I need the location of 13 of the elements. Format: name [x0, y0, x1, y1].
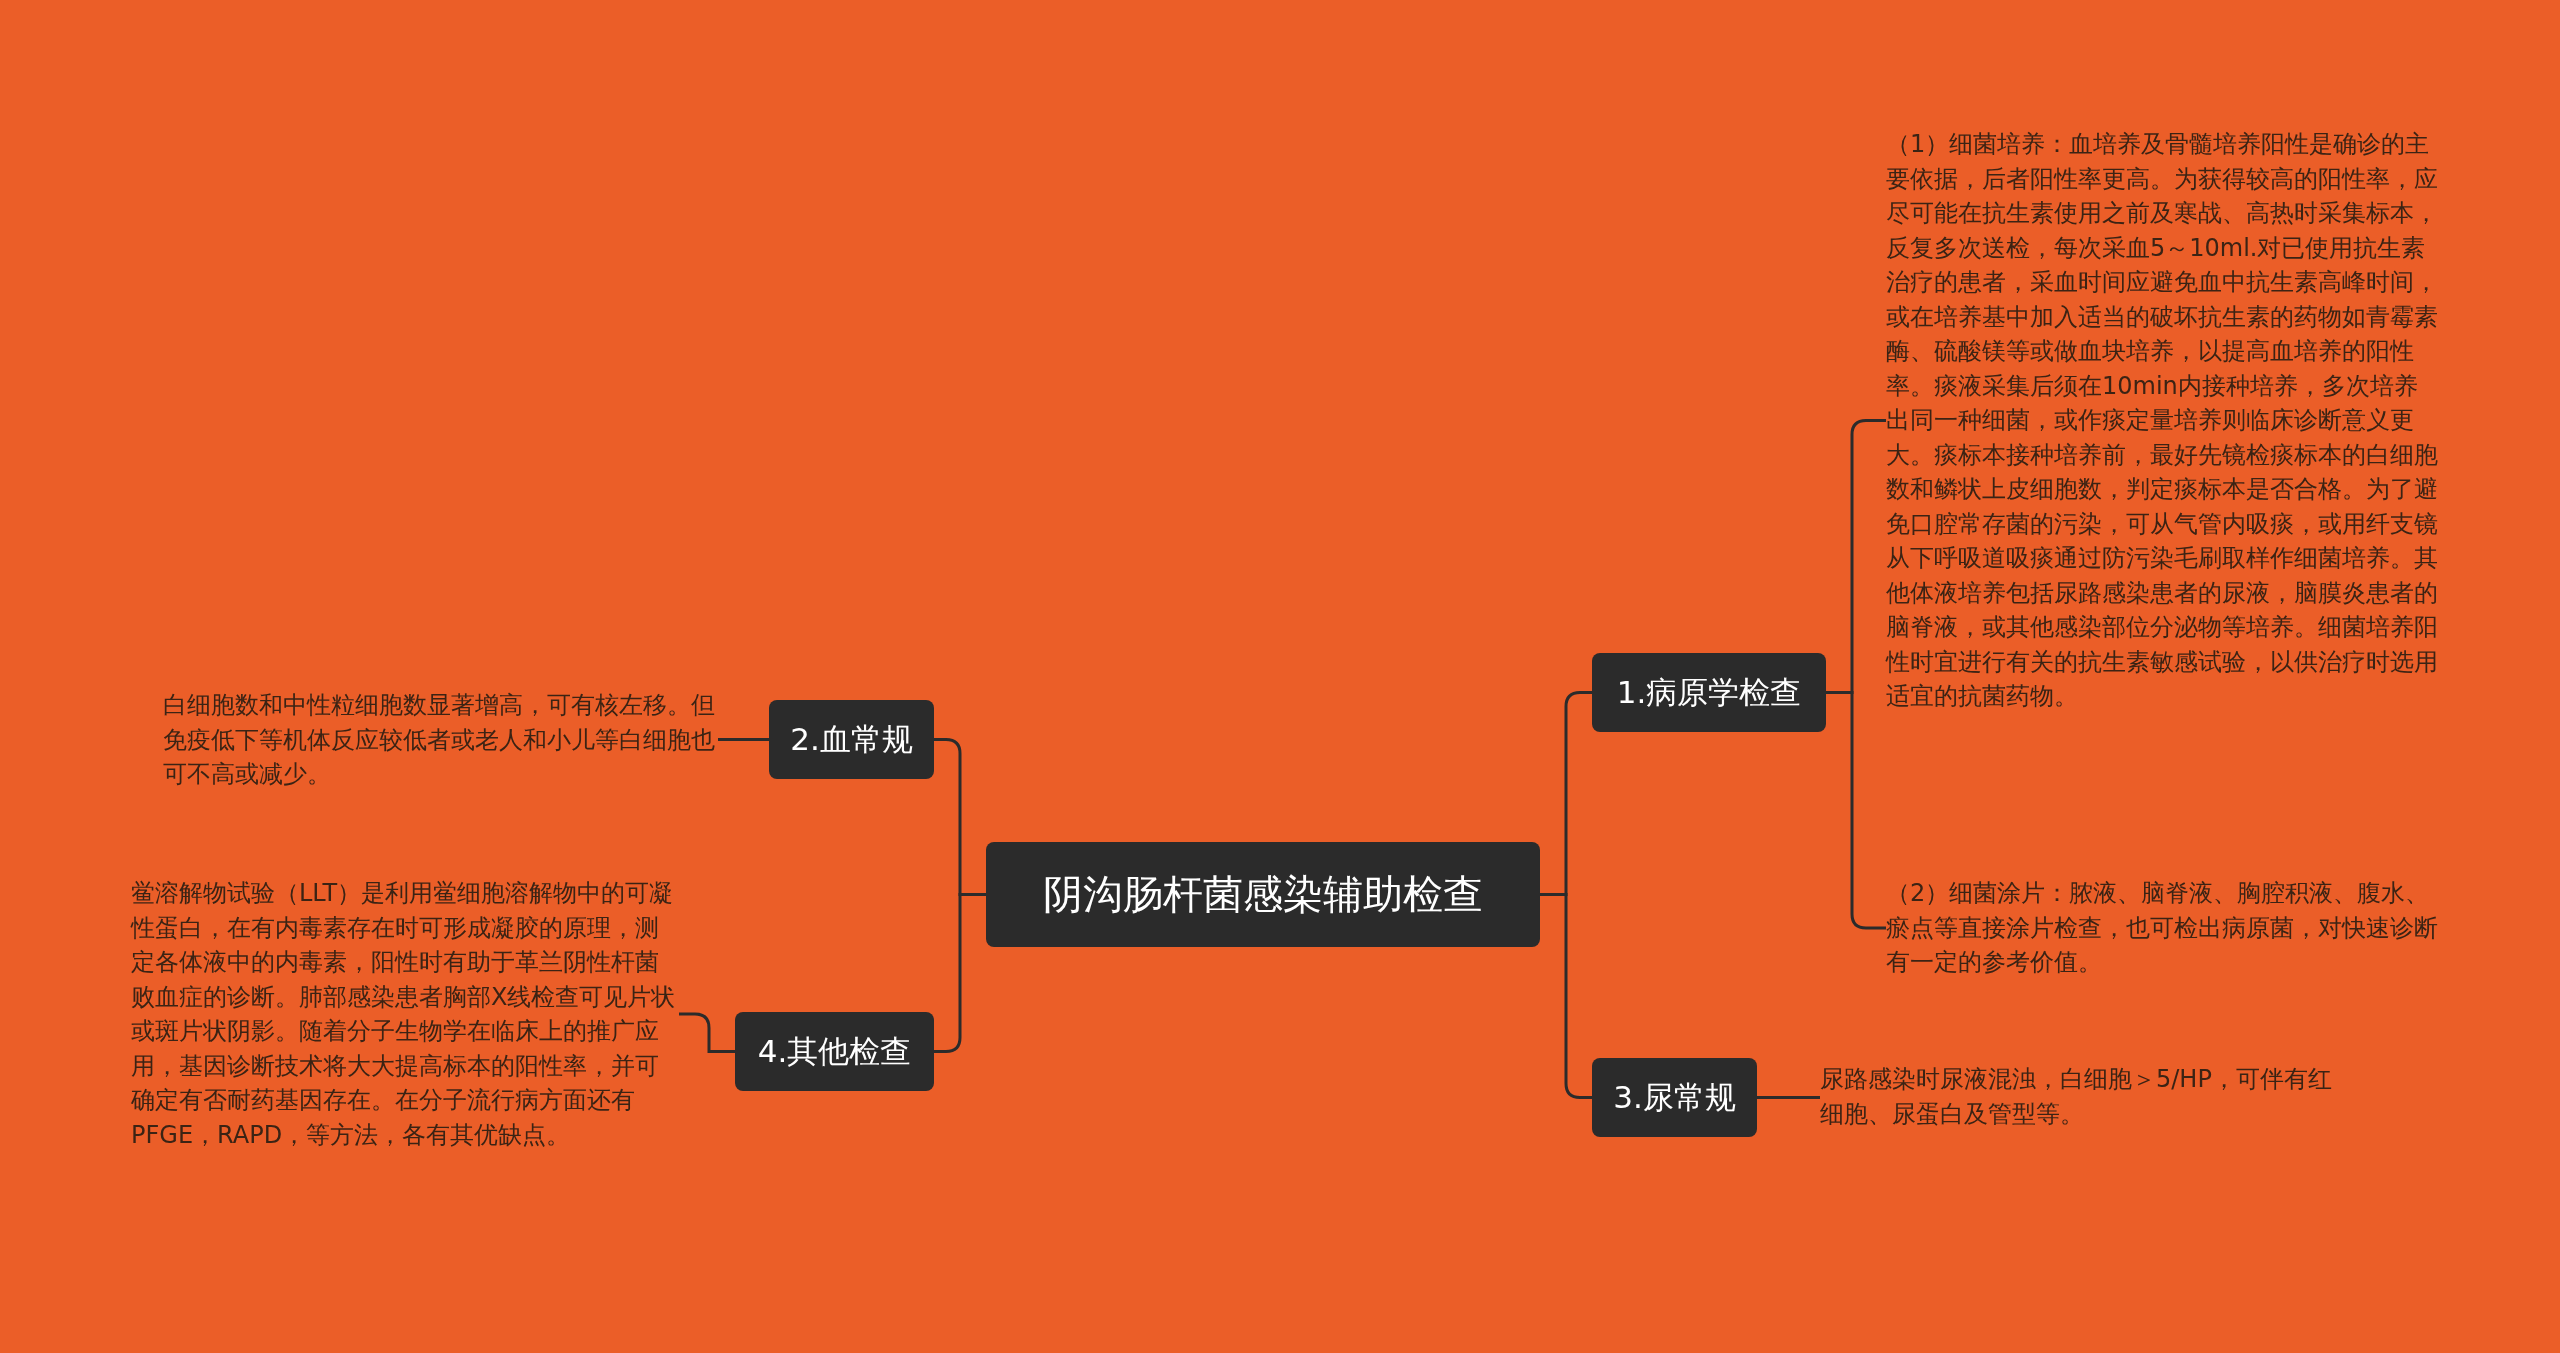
note-text: （1）细菌培养：血培养及骨髓培养阳性是确诊的主要依据，后者阳性率更高。为获得较高的阳性率，应尽可能在抗生素使用之前及寒战、高热时采集标本，反复多次送检，每次采血5～10ml.对已使用抗生素治疗的患者，采血时间应避免血中抗生素高峰时间，或在培养基中加入适当的破坏抗生素的药物如青霉素酶、硫酸镁等或做血块培养，以提高血培养的阳性率。痰液采集后须在10min内接种培养，多次培养出同一种细菌，或作痰定量培养则临床诊断意义更大。痰标本接种培养前，最好先镜检痰标本的白细胞数和鳞状上皮细胞数，判定痰标本是否合格。为了避免口腔常存菌的污染，可从气管内吸痰，或用纤支镜从下呼吸道吸痰通过防污染毛刷取样作细菌培养。其他体液培养包括尿路感染患者的尿液，脑膜炎患者的脑脊液，或其他感染部位分泌物等培养。细菌培养阳性时宜进行有关的抗生素敏感试验，以供治疗时选用适宜的抗菌药物。 — [1886, 127, 2438, 714]
note-text: 尿路感染时尿液混浊，白细胞＞5/HP，可伴有红细胞、尿蛋白及管型等。 — [1820, 1062, 2350, 1131]
central-topic-box: 阴沟肠杆菌感染辅助检查 — [986, 842, 1540, 947]
note-text: （2）细菌涂片：脓液、脑脊液、胸腔积液、腹水、瘀点等直接涂片检查，也可检出病原菌，对快速诊断有一定的参考价值。 — [1886, 876, 2438, 980]
note-text: 鲎溶解物试验（LLT）是利用鲎细胞溶解物中的可凝性蛋白，在有内毒素存在时可形成凝胶的原理，测定各体液中的内毒素，阳性时有助于革兰阴性杆菌败血症的诊断。肺部感染患者胸部X线检查可见片状或斑片状阴影。随着分子生物学在临床上的推广应用，基因诊断技术将大大提高标本的阳性率，并可确定有否耐药基因存在。在分子流行病方面还有PFGE，RAPD，等方法，各有其优缺点。 — [131, 876, 679, 1152]
connector-line — [1757, 1096, 1820, 1099]
topic-box: 1.病原学检查 — [1592, 653, 1826, 732]
topic-box: 3.尿常规 — [1592, 1058, 1757, 1137]
topic-box: 4.其他检查 — [735, 1012, 934, 1091]
note-text: 白细胞数和中性粒细胞数显著增高，可有核左移。但免疫低下等机体反应较低者或老人和小儿等白细胞也可不高或减少。 — [163, 688, 718, 792]
topic-box: 2.血常规 — [769, 700, 934, 779]
connector-line — [679, 1012, 735, 1053]
connector-line — [718, 738, 769, 741]
